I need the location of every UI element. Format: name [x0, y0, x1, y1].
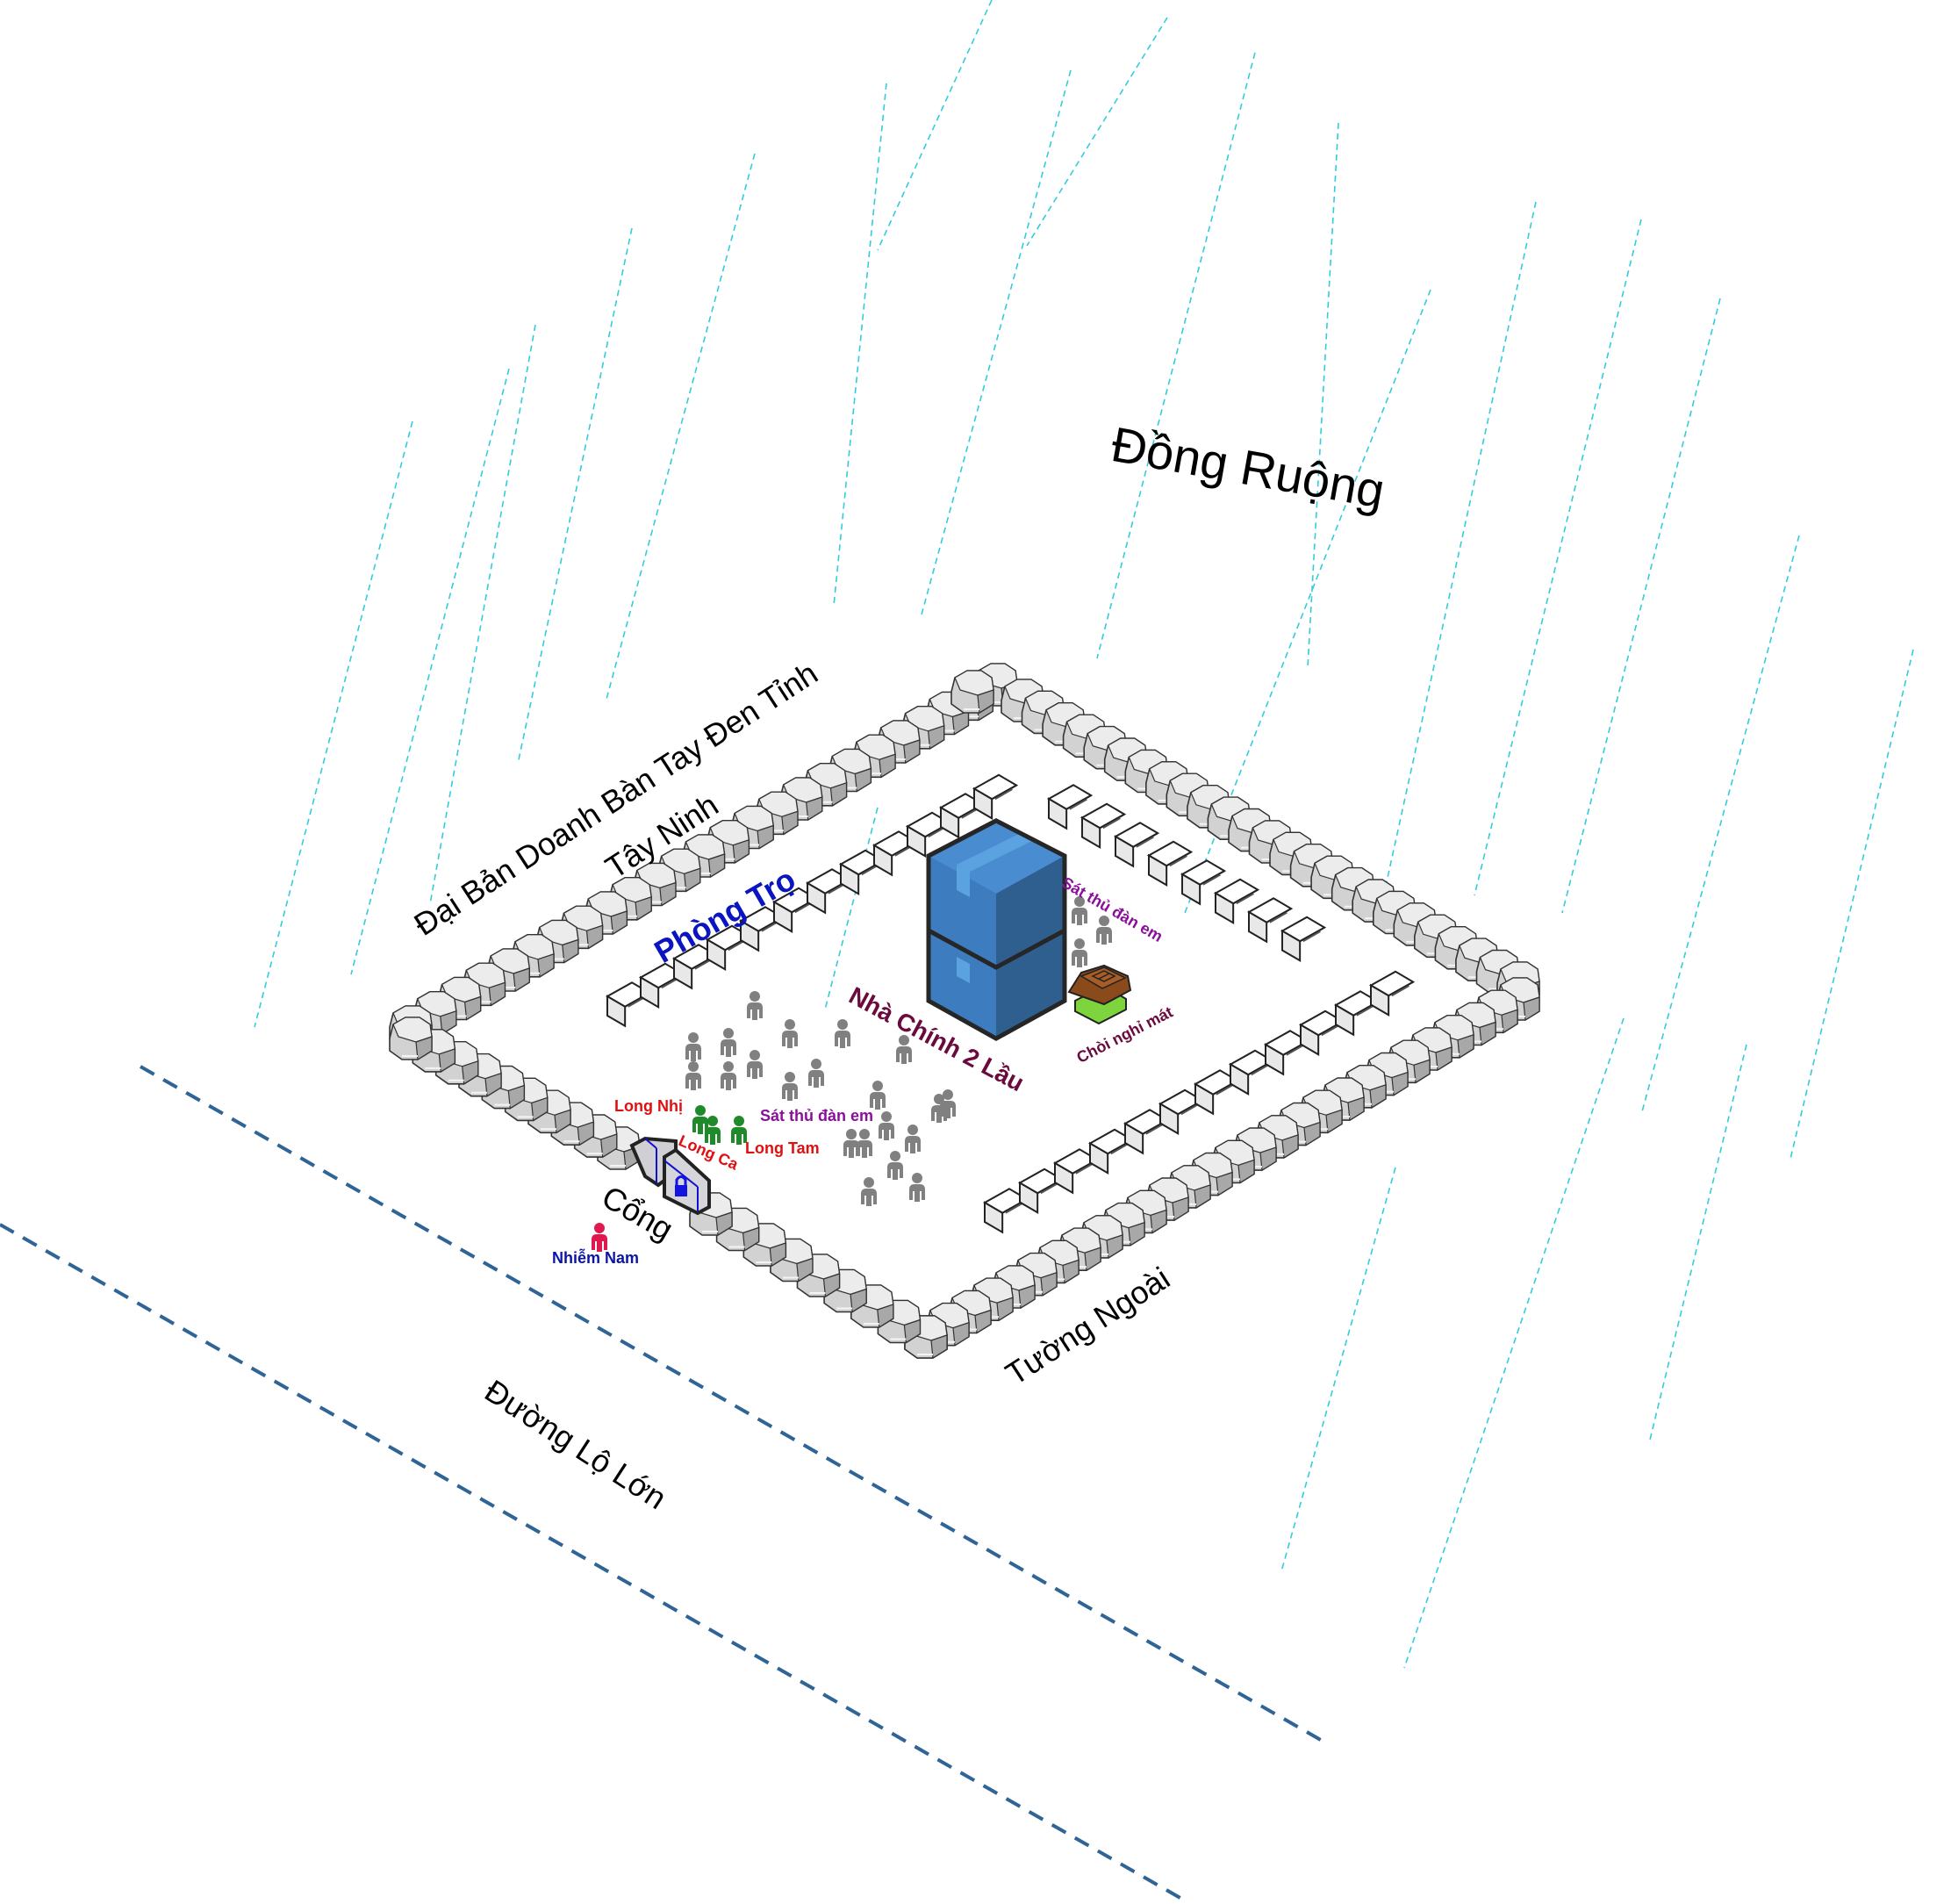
gazebo-icon[interactable] [1067, 964, 1132, 1025]
gate-icon[interactable] [629, 1136, 711, 1216]
field-line [605, 153, 756, 703]
rental-room-block-icon [1146, 840, 1194, 887]
field-line [833, 83, 887, 607]
field-line [1790, 649, 1914, 1160]
field-line [1561, 298, 1721, 914]
lock-icon [675, 1175, 687, 1196]
rental-room-block-icon [1180, 859, 1227, 906]
henchman-person-icon[interactable] [909, 1173, 925, 1202]
henchman-person-icon[interactable] [940, 1089, 956, 1118]
henchman-person-icon[interactable] [782, 1019, 798, 1048]
henchman-person-icon[interactable] [843, 1129, 859, 1158]
rental-room-block-icon [805, 868, 852, 915]
henchman-person-icon[interactable] [721, 1061, 736, 1090]
road-edge-line [0, 1223, 1186, 1902]
rental-room-block-icon [638, 962, 685, 1009]
wall-stone-icon [389, 1017, 433, 1060]
field-line [517, 227, 633, 765]
henchman-person-icon[interactable] [905, 1124, 921, 1153]
nhiem-nam-person-icon[interactable] [592, 1223, 607, 1252]
field-line [1307, 122, 1339, 668]
field-line [1096, 52, 1256, 659]
henchman-person-icon[interactable] [861, 1177, 877, 1206]
henchman-person-icon[interactable] [685, 1032, 701, 1061]
henchman-person-icon[interactable] [721, 1028, 736, 1057]
field-line [1649, 1044, 1747, 1441]
henchman-person-icon[interactable] [887, 1151, 903, 1180]
henchman-person-icon[interactable] [747, 991, 763, 1020]
field-line [1403, 1017, 1625, 1669]
rental-room-block-icon [1368, 970, 1416, 1017]
long-nhi-label: Long Nhị [614, 1097, 683, 1115]
henchman-person-icon[interactable] [870, 1081, 886, 1110]
field-line [1474, 219, 1642, 896]
wall-stone-icon [950, 670, 994, 714]
henchman-person-icon[interactable] [685, 1061, 701, 1090]
henchman-person-icon[interactable] [1072, 938, 1087, 967]
rental-room-block-icon [1080, 802, 1127, 850]
rental-room-block-icon [972, 773, 1019, 821]
field-line [877, 0, 993, 251]
rental-room-block-icon [1046, 784, 1094, 830]
field-line [254, 420, 413, 1028]
rental-room-block-icon [1113, 822, 1160, 868]
field-line [921, 69, 1072, 615]
long-tam-label: Long Tam [745, 1139, 820, 1157]
field-line [429, 324, 536, 905]
field-line [824, 807, 879, 1010]
rental-rooms [605, 773, 1416, 1234]
henchman-person-icon[interactable] [879, 1111, 894, 1140]
field-line [1640, 535, 1800, 1116]
field-line [1026, 17, 1168, 247]
main-house-icon[interactable] [926, 818, 1067, 1041]
henchman-person-icon[interactable] [808, 1059, 824, 1088]
henchman-person-icon[interactable] [782, 1072, 798, 1101]
rental-room-block-icon [1213, 878, 1260, 925]
rental-room-block-icon [1246, 897, 1294, 944]
road-edge-line [140, 1065, 1326, 1744]
main-road [0, 1065, 1326, 1902]
henchman-person-icon[interactable] [835, 1019, 850, 1048]
henchman-person-icon[interactable] [747, 1050, 763, 1079]
nhiem-nam-label: Nhiễm Nam [552, 1249, 640, 1267]
field-line [1377, 201, 1537, 923]
field-line [1280, 1167, 1396, 1572]
henchman-person-icon[interactable] [1096, 916, 1112, 945]
assassins-yard-label: Sát thủ đàn em [760, 1107, 874, 1124]
field-line [350, 368, 510, 975]
rental-room-block-icon [982, 1188, 1029, 1234]
rental-room-block-icon [1280, 916, 1327, 963]
